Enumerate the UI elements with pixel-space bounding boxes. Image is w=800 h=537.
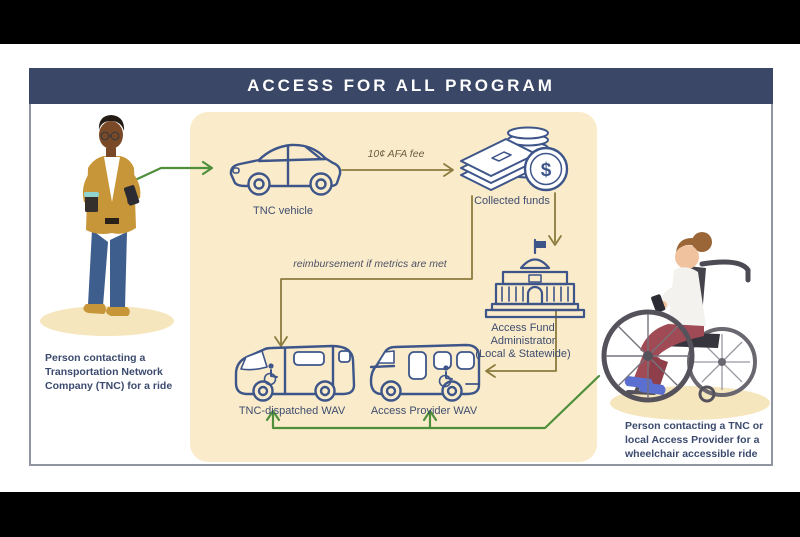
caption-line: Person contacting a — [45, 352, 146, 364]
afa-fee-label: 10¢ AFA fee — [367, 148, 425, 160]
page-title: ACCESS FOR ALL PROGRAM — [247, 76, 555, 95]
collected-funds-icon: $ — [460, 126, 569, 192]
reimbursement-arrow — [274, 195, 473, 347]
admin-to-provider-arrow — [485, 310, 557, 378]
caption-line: Person contacting a TNC or — [625, 420, 764, 432]
admin-label-line: Access Fund — [491, 322, 555, 334]
car-icon — [229, 143, 342, 196]
wheelchair-symbol-icon — [438, 365, 453, 388]
tnc-wav-van-icon — [234, 344, 356, 402]
title-bar: ACCESS FOR ALL PROGRAM — [29, 68, 773, 104]
provider-wav-label: Access Provider WAV — [370, 405, 478, 417]
provider-wav-shuttle-icon — [369, 343, 481, 402]
tnc-vehicle-label: TNC vehicle — [253, 205, 313, 217]
caption-line: Transportation Network — [45, 366, 163, 378]
admin-label-line: (Local & Statewide) — [475, 348, 571, 360]
dollar-sign-glyph: $ — [541, 160, 552, 181]
caption-line: local Access Provider for a — [625, 434, 760, 446]
wheelchair-front-wheel — [601, 309, 716, 403]
collected-funds-label: Collected funds — [474, 195, 550, 207]
caption-line: Company (TNC) for a ride — [45, 380, 173, 392]
funds-to-admin-arrow — [548, 192, 562, 246]
admin-label-line: Administrator — [490, 335, 556, 347]
request-arrow-left — [131, 160, 214, 183]
caption-line: wheelchair accessible ride — [625, 448, 758, 460]
fee-arrow — [341, 163, 454, 177]
right-person-caption: Person contacting a TNC or local Access … — [625, 419, 775, 461]
left-person-caption: Person contacting a Transportation Netwo… — [45, 351, 215, 393]
admin-label: Access Fund Administrator (Local & State… — [453, 322, 593, 361]
wheelchair-person-illustration — [601, 232, 770, 420]
request-arrow-right — [265, 374, 601, 430]
wheelchair-rear-wheel — [687, 327, 757, 397]
coffee-cup — [85, 196, 98, 212]
smartphone — [123, 185, 140, 206]
government-building-icon — [484, 238, 586, 319]
wheelchair-symbol-icon — [263, 363, 278, 386]
person-with-phone-illustration — [40, 115, 174, 336]
reimbursement-label: reimbursement if metrics are met — [293, 258, 447, 270]
tnc-wav-label: TNC-dispatched WAV — [238, 405, 346, 417]
glasses — [100, 131, 120, 141]
smartphone — [651, 294, 666, 313]
